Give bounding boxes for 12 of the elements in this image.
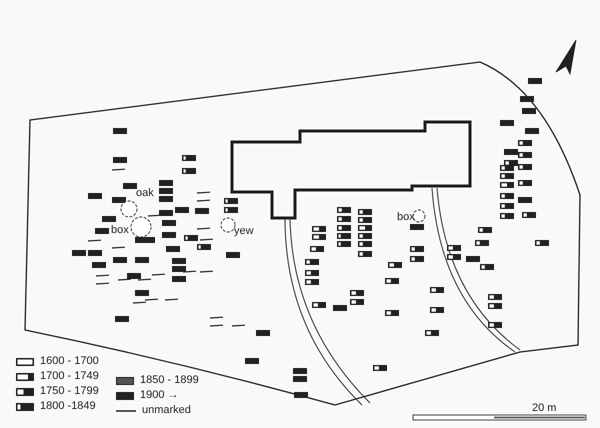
tree-label: oak: [136, 188, 154, 199]
legend-label: 1750 - 1799: [40, 386, 99, 397]
tree-label: box: [111, 225, 129, 236]
legend-label: 1600 - 1700: [40, 356, 99, 367]
legend-label: 1700 - 1749: [40, 371, 99, 382]
tree-label: box: [397, 212, 415, 223]
tree-label: yew: [234, 226, 254, 237]
scale-label: 20 m: [532, 403, 556, 414]
legend-label: 1850 - 1899: [140, 375, 199, 386]
legend-label: 1800 -1849: [40, 401, 96, 412]
legend-label: unmarked: [142, 405, 191, 416]
legend-label: 1900 →: [140, 390, 179, 401]
